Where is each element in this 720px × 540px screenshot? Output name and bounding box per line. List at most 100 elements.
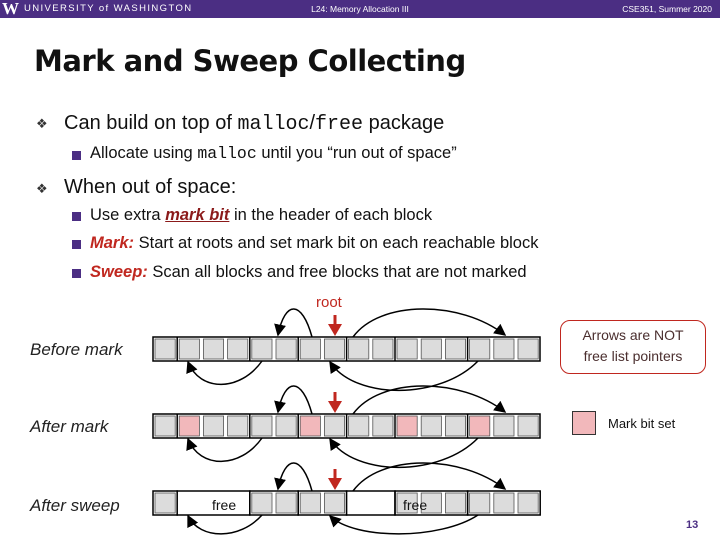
row-label-after-mark: After mark (30, 417, 109, 436)
pointer-arc (187, 514, 263, 535)
square-bullet-icon (72, 240, 81, 249)
lecture-title: L24: Memory Allocation III (311, 4, 409, 14)
bullet-2-sub-1-em: mark bit (165, 206, 230, 224)
heap-word (396, 492, 418, 514)
heap-word (275, 415, 297, 437)
pointer-arc (352, 385, 507, 415)
bullet-1-pre: Can build on top of (64, 112, 238, 134)
heap-word (323, 415, 345, 437)
heap-word (275, 492, 297, 514)
callout-line-2: free list pointers (583, 348, 683, 364)
diamond-bullet-icon: ❖ (36, 182, 48, 197)
heap-word (444, 338, 466, 360)
heap-word (154, 415, 176, 437)
heap-word (372, 415, 394, 437)
course-name: CSE351, Summer 2020 (622, 4, 712, 14)
heap-word-marked (469, 415, 491, 437)
bullet-2-sub-1-pre: Use extra (90, 206, 166, 224)
legend-swatch (572, 411, 596, 435)
square-bullet-icon (72, 212, 81, 221)
callout-line-1: Arrows are NOT (582, 327, 684, 343)
heap-word (348, 415, 370, 437)
pointer-arc (186, 360, 263, 385)
bullet-2-sub-3-post: Scan all blocks and free blocks that are… (147, 263, 527, 281)
bullet-2-sub-1: Use extra mark bit in the header of each… (90, 206, 432, 225)
slide-title: Mark and Sweep Collecting (34, 44, 466, 78)
bullet-1-sub-code: malloc (197, 144, 257, 163)
heap-row-after-sweep (152, 490, 541, 516)
heap-word (202, 338, 224, 360)
header-bar: W UNIVERSITY of WASHINGTON L24: Memory A… (0, 0, 720, 18)
pointer-arc (329, 360, 479, 392)
pointer-arc (329, 437, 479, 469)
bullet-2: When out of space: (64, 176, 237, 198)
heap-word-marked (396, 415, 418, 437)
heap-row-after-mark (152, 413, 541, 439)
square-bullet-icon (72, 151, 81, 160)
bullet-2-sub-3-em: Sweep: (90, 263, 148, 281)
heap-row-before-mark (152, 336, 541, 362)
legend-label: Mark bit set (608, 416, 676, 431)
bullet-1-code-free: free (315, 113, 364, 136)
allocated-block (466, 490, 541, 516)
bullet-2-sub-2: Mark: Start at roots and set mark bit on… (90, 234, 538, 253)
bullet-1-code-malloc: malloc (237, 113, 310, 136)
heap-word (420, 415, 442, 437)
pointer-arcs-after-mark (186, 385, 507, 469)
heap-word (396, 338, 418, 360)
heap-word (299, 338, 321, 360)
free-label: free (212, 497, 237, 513)
heap-word (154, 492, 176, 514)
heap-word (323, 492, 345, 514)
pointer-arc (328, 514, 479, 535)
university-name: UNIVERSITY of WASHINGTON (24, 3, 193, 14)
square-bullet-icon (72, 269, 81, 278)
bullet-2-sub-2-em: Mark: (90, 234, 135, 252)
bullet-2-sub-1-post: in the header of each block (229, 206, 433, 224)
uw-logo: W (2, 0, 19, 18)
bullet-2-sub-2-post: Start at roots and set mark bit on each … (134, 234, 539, 252)
heap-word (420, 492, 442, 514)
pointer-arc (352, 308, 507, 338)
root-label: root (316, 294, 342, 311)
pointer-arc (352, 462, 507, 492)
heap-word (251, 492, 273, 514)
heap-word (517, 415, 539, 437)
bullet-1-slash: / (309, 112, 316, 134)
bullet-1-sub-pre: Allocate using (90, 144, 198, 162)
heap-word (299, 492, 321, 514)
heap-word (251, 415, 273, 437)
freed-block (345, 490, 396, 516)
heap-word (227, 338, 249, 360)
heap-word (348, 338, 370, 360)
heap-word (323, 338, 345, 360)
bullet-1-sub-post: until you “run out of space” (256, 144, 457, 162)
heap-word (469, 492, 491, 514)
bullet-2-sub-3: Sweep: Scan all blocks and free blocks t… (90, 263, 527, 282)
heap-word (178, 338, 200, 360)
row-label-before-mark: Before mark (30, 340, 123, 359)
root-arrows (328, 315, 342, 490)
heap-word (517, 338, 539, 360)
root-arrow-head (328, 401, 342, 413)
bullet-1-sub: Allocate using malloc until you “run out… (90, 144, 457, 163)
row-label-after-sweep: After sweep (30, 496, 120, 515)
heap-word (493, 338, 515, 360)
heap-word-marked (299, 415, 321, 437)
root-arrow-head (328, 324, 342, 336)
heap-row-frame (152, 336, 541, 362)
pointer-arc (186, 437, 263, 462)
heap-word (202, 415, 224, 437)
root-arrow-head (328, 478, 342, 490)
pointer-arcs-after-sweep (187, 462, 507, 535)
heap-word (251, 338, 273, 360)
page-number: 13 (686, 519, 699, 531)
free-label: free (403, 497, 428, 513)
pointer-arcs-before-mark (186, 308, 507, 392)
callout-box: Arrows are NOT free list pointers (560, 320, 706, 374)
freed-block (176, 490, 251, 516)
heap-word (275, 338, 297, 360)
heap-word (420, 338, 442, 360)
bullet-1-post: package (363, 112, 445, 134)
